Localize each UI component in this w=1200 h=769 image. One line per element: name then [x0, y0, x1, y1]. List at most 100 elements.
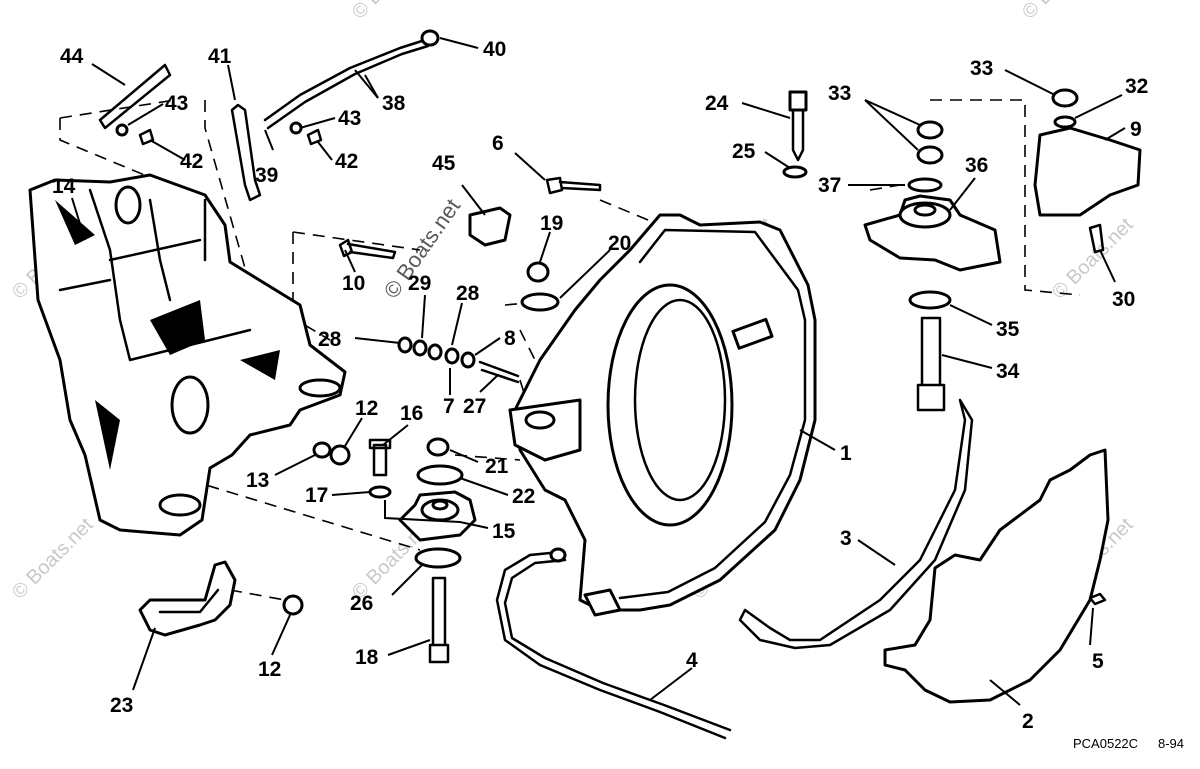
callout-20: 20 — [608, 232, 631, 255]
washer — [414, 547, 462, 569]
callout-18: 18 — [355, 646, 379, 669]
callout-38: 38 — [382, 92, 406, 115]
cable-terminal — [420, 29, 440, 47]
callout-29: 29 — [408, 272, 431, 295]
callout-23: 23 — [110, 694, 133, 717]
callout-12: 12 — [258, 658, 281, 681]
callout-36: 36 — [965, 154, 988, 177]
motor-mount-lower — [398, 490, 477, 542]
nut — [282, 594, 304, 616]
tube-end — [549, 547, 567, 563]
callout-26: 26 — [350, 592, 373, 615]
nut — [397, 336, 413, 354]
callout-39: 39 — [255, 164, 278, 187]
ground-cable — [263, 38, 430, 130]
callout-44: 44 — [60, 45, 84, 68]
callout-14: 14 — [52, 175, 76, 198]
nut — [329, 444, 351, 466]
callout-8: 8 — [504, 327, 516, 350]
callout-40: 40 — [483, 38, 506, 61]
leader-lines — [71, 37, 1126, 706]
drawing-code: PCA0522C — [1073, 736, 1138, 751]
callout-16: 16 — [400, 402, 423, 425]
callout-35: 35 — [996, 318, 1020, 341]
adapter-housing — [508, 213, 817, 617]
callout-13: 13 — [246, 469, 269, 492]
callout-27: 27 — [463, 395, 486, 418]
nut — [916, 145, 944, 165]
callout-22: 22 — [512, 485, 535, 508]
callout-12: 12 — [355, 397, 378, 420]
bolt — [338, 238, 397, 260]
washer — [460, 351, 476, 369]
motor-mount-upper — [863, 194, 1002, 272]
watermark-text: © Boats.net — [8, 514, 98, 604]
callout-10: 10 — [342, 272, 365, 295]
screw — [1088, 592, 1107, 606]
washer — [289, 121, 303, 135]
callout-28: 28 — [456, 282, 480, 305]
washer — [368, 485, 392, 499]
ground-strap — [230, 103, 262, 202]
callout-labels: 44 41 40 43 38 43 42 39 42 45 6 14 19 20… — [52, 38, 1148, 733]
bolt-shank — [791, 108, 805, 162]
callout-17: 17 — [305, 484, 328, 507]
mount-cover — [1033, 126, 1142, 217]
fasteners — [115, 88, 1107, 664]
washer — [520, 292, 560, 312]
callout-33: 33 — [970, 57, 993, 80]
callout-30: 30 — [1112, 288, 1135, 311]
cover-plate — [883, 448, 1110, 704]
callout-7: 7 — [443, 395, 455, 418]
callout-5: 5 — [1092, 650, 1104, 673]
nut — [1051, 88, 1079, 108]
callout-2: 2 — [1022, 710, 1034, 733]
washer — [908, 290, 952, 310]
water-tube — [495, 550, 732, 740]
callout-37: 37 — [818, 174, 841, 197]
transom-bracket — [28, 173, 347, 537]
nut — [526, 261, 550, 283]
callout-28: 28 — [318, 328, 342, 351]
washer — [1053, 115, 1077, 129]
drawing-id: PCA0522C 8-94 — [1073, 736, 1184, 751]
callout-45: 45 — [432, 152, 456, 175]
watermark-text: © Boats.net — [1018, 0, 1108, 24]
screw — [306, 128, 323, 146]
bolt — [368, 438, 392, 477]
callout-3: 3 — [840, 527, 852, 550]
callout-34: 34 — [996, 360, 1020, 383]
callout-4: 4 — [686, 649, 698, 672]
plate — [468, 206, 512, 247]
nut — [444, 347, 460, 365]
callout-25: 25 — [732, 140, 756, 163]
callout-19: 19 — [540, 212, 563, 235]
washer — [427, 343, 443, 361]
washer — [412, 339, 428, 357]
ground-strap-small — [98, 63, 172, 130]
washer — [312, 441, 332, 459]
gasket — [738, 398, 974, 650]
nut — [426, 437, 450, 457]
long-bolt — [428, 576, 450, 664]
washer — [416, 464, 464, 486]
screw — [138, 128, 155, 146]
callout-33: 33 — [828, 82, 851, 105]
nut — [916, 120, 944, 140]
drawing-date: 8-94 — [1158, 736, 1184, 751]
callout-21: 21 — [485, 455, 509, 478]
callout-42: 42 — [180, 150, 203, 173]
callout-42: 42 — [335, 150, 358, 173]
bracket-plate-detail — [158, 588, 220, 614]
bracket-plate — [138, 560, 237, 637]
callout-6: 6 — [492, 132, 504, 155]
washer — [115, 123, 129, 137]
long-bolt — [916, 316, 946, 412]
watermark-text: © Boats.net — [348, 0, 438, 24]
callout-43: 43 — [165, 92, 188, 115]
callout-9: 9 — [1130, 118, 1142, 141]
washer — [782, 165, 808, 179]
stud — [478, 360, 520, 384]
callout-15: 15 — [492, 520, 516, 543]
